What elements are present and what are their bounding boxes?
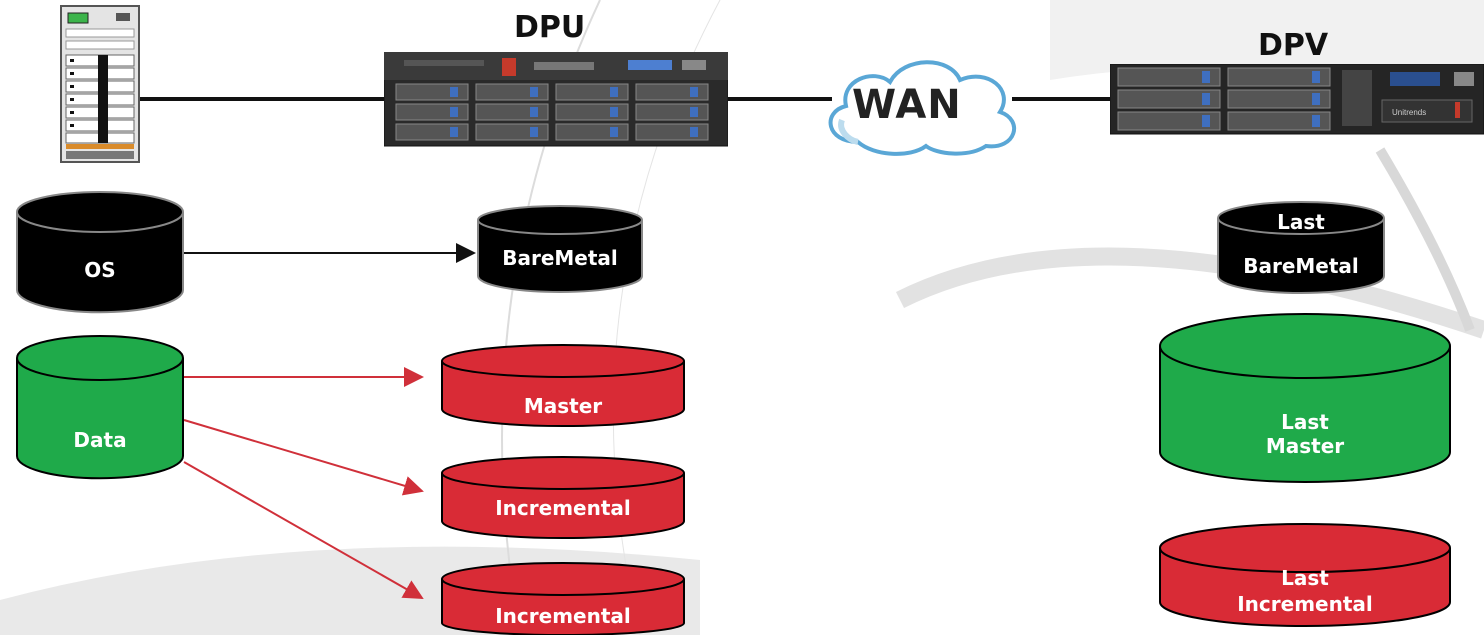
dpu-master-icon: [441, 344, 685, 427]
wan-label: WAN: [852, 82, 962, 128]
wan-cloud-icon: [828, 60, 1017, 156]
dpu-master-label: Master: [523, 394, 603, 418]
arrow-data-incremental-2: [183, 461, 424, 599]
dpv-incremental-label-line2: Incremental: [1237, 592, 1373, 616]
dpu-baremetal-label: BareMetal: [502, 246, 618, 270]
dpu-incremental-2-label: Incremental: [495, 604, 631, 628]
dpv-label: DPV: [1258, 28, 1329, 63]
data-disk-label: Data: [73, 428, 127, 452]
dpv-master-icon: [1159, 313, 1451, 483]
dpv-incremental-label-line1: Last: [1281, 566, 1329, 590]
dpu-incremental-1-label: Incremental: [495, 496, 631, 520]
os-disk-label: OS: [84, 258, 116, 282]
source-server-icon: [60, 5, 140, 163]
dpv-master-label-line2: Master: [1265, 434, 1345, 458]
dpv-appliance-icon: Unitrends: [1110, 64, 1484, 135]
data-disk-icon: [16, 335, 184, 480]
arrow-data-incremental-1: [183, 419, 424, 496]
os-disk-icon: [16, 191, 184, 314]
dpu-incremental-1-icon: [441, 456, 685, 539]
dpv-master-label-line1: Last: [1281, 410, 1329, 434]
dpv-baremetal-label-line1: Last: [1277, 210, 1325, 234]
dpv-baremetal-label-line2: BareMetal: [1243, 254, 1359, 278]
dpu-appliance-icon: [384, 52, 728, 147]
dpu-baremetal-icon: [477, 205, 643, 293]
dpv-brand-text: Unitrends: [1392, 108, 1426, 117]
dpu-incremental-2-icon: [441, 562, 685, 635]
dpv-incremental-icon: [1159, 523, 1451, 627]
dpv-baremetal-icon: [1217, 201, 1385, 294]
dpu-label: DPU: [514, 10, 586, 45]
